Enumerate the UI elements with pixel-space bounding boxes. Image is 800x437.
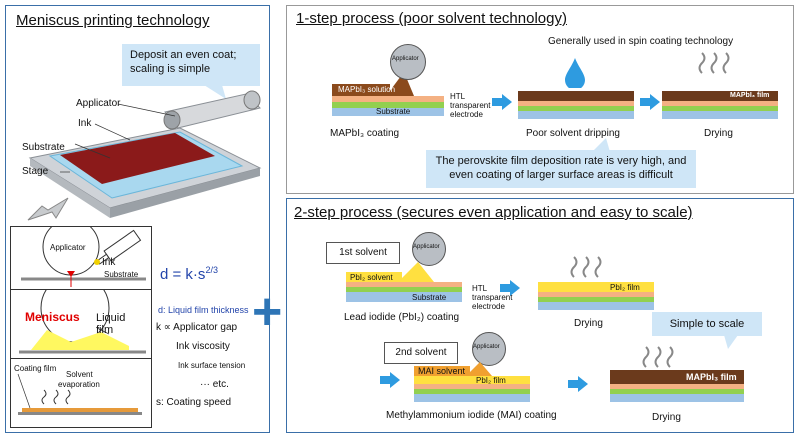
direction-arrow-icon xyxy=(27,197,69,221)
step2-htl: HTL transparent electrode xyxy=(472,284,512,311)
step2-applicator2 xyxy=(472,332,506,366)
callout-line-2: scaling is simple xyxy=(130,63,211,75)
callout-line-1: Deposit an even coat; xyxy=(130,49,237,61)
ink-shape xyxy=(60,133,215,184)
formula-lhs: d = k·s xyxy=(160,266,206,283)
label-substrate: Substrate xyxy=(22,142,65,153)
scale-callout-text: Simple to scale xyxy=(669,318,745,330)
step2-drying2: Drying xyxy=(652,412,681,423)
step1-htl: HTL transparent electrode xyxy=(450,92,490,119)
callout-pointer xyxy=(204,85,226,99)
step1-film-label: MAPbI₃ film xyxy=(730,92,770,99)
step1-solution-label: MAPbI₃ solution xyxy=(338,85,396,94)
solvent1-label: 1st solvent xyxy=(339,247,387,258)
step1-caption1: MAPbI₃ coating xyxy=(330,128,400,139)
plus-sign: + xyxy=(252,283,283,341)
step1-htl-2: transparent xyxy=(450,101,491,110)
step1-title: 1-step process (poor solvent technology) xyxy=(296,10,567,27)
mai-solvent-label: MAI solvent xyxy=(418,366,466,376)
sub3-solvent: Solvent xyxy=(66,370,93,379)
droplet-icon xyxy=(565,58,585,88)
meniscus-title: Meniscus printing technology xyxy=(16,12,210,29)
arrow-right-icon xyxy=(640,94,660,110)
step2-caption1: Lead iodide (PbI₂) coating xyxy=(344,312,460,323)
subpanel-applicator-drawing xyxy=(21,227,146,287)
sub1-ink: Ink xyxy=(102,257,116,268)
step2-applicator2-label: Applicator xyxy=(473,344,500,350)
pbi-film-layer xyxy=(538,282,654,292)
legend-etc: ··· etc. xyxy=(200,379,229,390)
step2-htl-1: HTL xyxy=(472,284,488,293)
step1-htl-1: HTL xyxy=(450,92,466,101)
sub2-liquid: Liquid xyxy=(96,312,126,324)
sub2-meniscus: Meniscus xyxy=(25,310,80,324)
step1-callout-1: The perovskite film deposition rate is v… xyxy=(435,155,687,167)
sub3-coating-film: Coating film xyxy=(14,364,57,373)
legend-s: s: Coating speed xyxy=(156,397,232,408)
step2-caption2: Methylammonium iodide (MAI) coating xyxy=(386,410,557,421)
mapbi-film-layer xyxy=(610,370,744,384)
label-ink: Ink xyxy=(78,118,92,129)
coating-film-layer xyxy=(22,408,138,412)
step1-panel xyxy=(286,5,794,194)
formula: d = k·s2/3 xyxy=(160,265,218,283)
pbi-solvent-layer xyxy=(346,272,402,282)
step2-applicator1-label: Applicator xyxy=(413,244,440,250)
meniscus-panel xyxy=(5,5,270,433)
step1-caption3: Drying xyxy=(704,128,733,139)
solvent2-label: 2nd solvent xyxy=(395,347,447,358)
step2-htl-3: electrode xyxy=(472,302,505,311)
step2-drying1: Drying xyxy=(574,318,603,329)
steam-icon xyxy=(642,346,674,368)
step1-note: Generally used in spin coating technolog… xyxy=(548,36,734,47)
step2-htl-2: transparent xyxy=(472,293,513,302)
mapbi-film2-label: MAPbI₃ film xyxy=(686,372,737,382)
sub2-film: film xyxy=(96,324,114,336)
step1-htl-3: electrode xyxy=(450,110,483,119)
arrow-right-icon xyxy=(380,372,400,388)
subpanel-meniscus-drawing xyxy=(19,290,146,354)
step1-applicator-label: Applicator xyxy=(392,56,419,62)
step1-solution-layer xyxy=(332,84,390,96)
step2-applicator1 xyxy=(412,232,446,266)
arrow-right-icon xyxy=(500,280,520,296)
solvent1-box: 1st solvent xyxy=(326,242,400,264)
step2-title: 2-step process (secures even application… xyxy=(294,204,693,221)
step1-substrate-label: Substrate xyxy=(376,107,411,116)
legend-tension: Ink surface tension xyxy=(178,361,246,370)
legend-k: k ∝ Applicator gap xyxy=(156,322,238,333)
formula-exponent: 2/3 xyxy=(205,265,218,275)
sub1-applicator: Applicator xyxy=(50,243,86,252)
steam-icon xyxy=(698,52,730,74)
arrow-right-icon xyxy=(568,376,588,392)
step1-caption2: Poor solvent dripping xyxy=(526,128,620,139)
step2-substrate-label: Substrate xyxy=(412,293,447,302)
evaporation-wave-icon xyxy=(41,389,71,405)
pbi-solvent-label: PbI₂ solvent xyxy=(350,273,393,282)
printer-illustration xyxy=(27,90,262,221)
pbi-film-label: PbI₂ film xyxy=(476,376,506,385)
step1-callout-2: even coating of larger surface areas is … xyxy=(449,169,673,181)
mai-solvent-layer xyxy=(414,366,470,376)
pbi-film1-label: PbI₂ film xyxy=(610,283,640,292)
arrow-right-icon xyxy=(492,94,512,110)
step1-applicator xyxy=(390,44,426,80)
label-applicator: Applicator xyxy=(76,98,121,109)
sub1-substrate: Substrate xyxy=(104,270,139,279)
scale-callout: Simple to scale xyxy=(652,312,762,336)
legend-d: d: Liquid film thickness xyxy=(158,305,249,315)
solvent2-box: 2nd solvent xyxy=(384,342,458,364)
legend-viscosity: Ink viscosity xyxy=(176,341,230,352)
step2-panel xyxy=(286,198,794,433)
meniscus-callout: Deposit an even coat; scaling is simple xyxy=(122,44,260,86)
label-stage: Stage xyxy=(22,166,49,177)
steam-icon xyxy=(570,256,602,278)
sub3-evaporation: evaporation xyxy=(58,380,100,389)
step1-callout: The perovskite film deposition rate is v… xyxy=(426,150,696,188)
